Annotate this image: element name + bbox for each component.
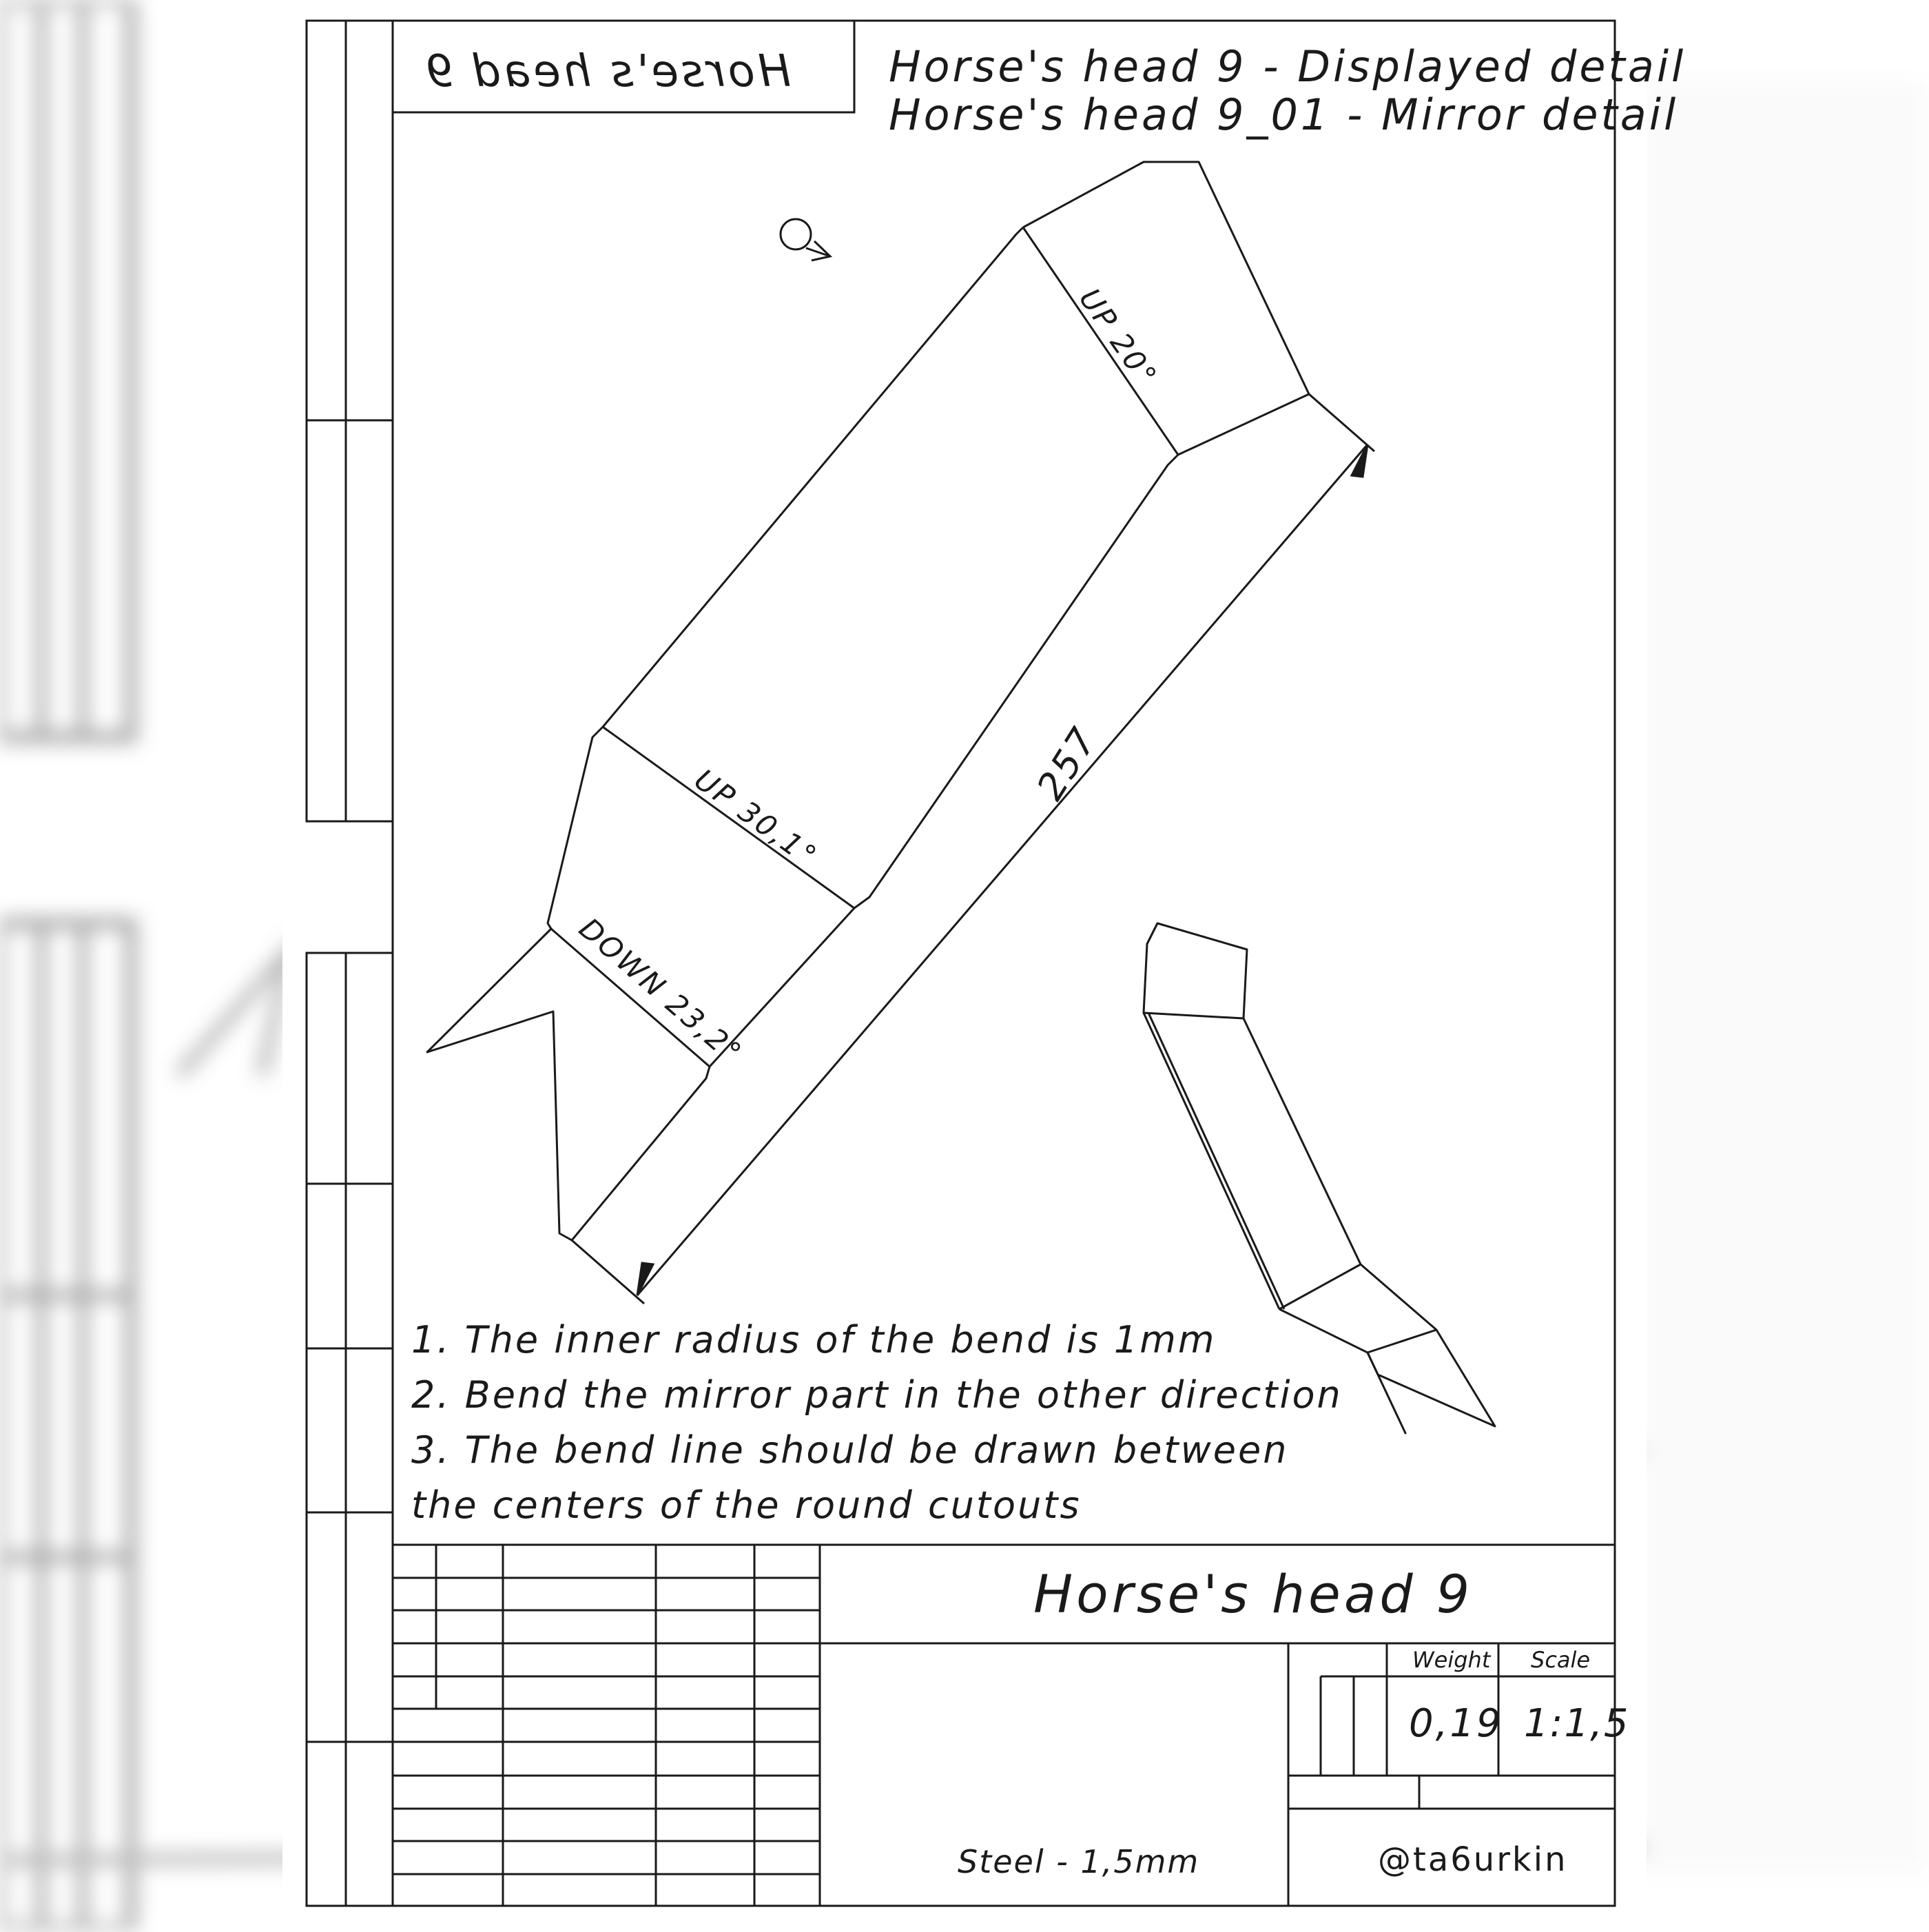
scale-label: Scale	[1531, 1647, 1590, 1673]
bend-line-middle	[602, 726, 855, 910]
flat-pattern-outline	[426, 161, 1310, 1242]
note-line-3: 3. The bend line should be drawn between	[411, 1428, 1288, 1472]
sheet-paper	[282, 0, 1647, 1929]
weight-label: Weight	[1412, 1647, 1492, 1673]
note-line-4: the centers of the round cutouts	[411, 1483, 1082, 1527]
header-line-1: Horse's head 9 - Displayed detail	[889, 41, 1686, 92]
note-line-2: 2. Bend the mirror part in the other dir…	[411, 1373, 1343, 1417]
author-text: @ta6urkin	[1378, 1840, 1567, 1879]
material-text: Steel - 1,5mm	[958, 1843, 1199, 1880]
bend-line-top	[1022, 227, 1179, 455]
note-line-1: 1. The inner radius of the bend is 1mm	[411, 1318, 1216, 1361]
title-block	[393, 1543, 1615, 1906]
scale-value: 1:1,5	[1524, 1701, 1630, 1746]
mirrored-stamp-text: Horse's head 9	[423, 46, 791, 97]
title-block-title: Horse's head 9	[1033, 1563, 1473, 1625]
length-dimension	[571, 393, 1375, 1305]
bend-line-bottom	[550, 927, 710, 1068]
view-direction-symbol	[779, 218, 833, 262]
flat-pattern-detail	[426, 161, 1310, 1242]
header-line-2: Horse's head 9_01 - Mirror detail	[889, 90, 1678, 140]
weight-value: 0,19	[1409, 1701, 1503, 1746]
sheet-frame	[305, 19, 1616, 1907]
bent-part-3d-view	[1142, 922, 1496, 1435]
